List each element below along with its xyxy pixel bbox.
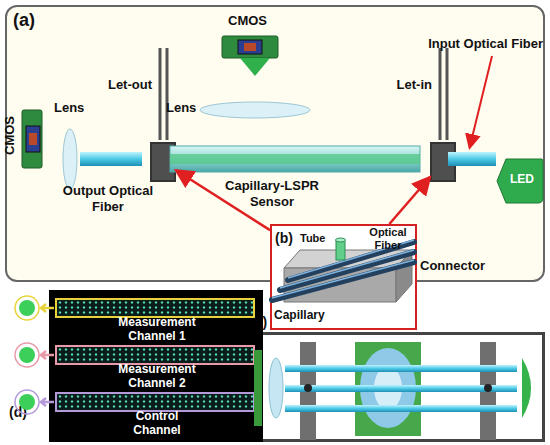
channel-box: Measurement Channel 1 xyxy=(55,298,255,318)
lens xyxy=(200,102,310,118)
channel-markers xyxy=(15,296,54,414)
led-source: LED xyxy=(496,158,544,204)
capillary-core xyxy=(170,154,420,164)
red-arrow xyxy=(389,177,430,224)
node-label: Let-in xyxy=(374,78,432,93)
node-label: (d) xyxy=(9,404,27,420)
node-label: Measurement Channel 2 xyxy=(112,363,202,391)
node-label: Let-out xyxy=(82,78,152,93)
node-label: Control Channel xyxy=(112,410,202,438)
red-arrow xyxy=(176,170,270,230)
connector-3d xyxy=(272,238,414,302)
top-view xyxy=(254,342,531,440)
left-cmos xyxy=(22,110,42,168)
input-fiber xyxy=(448,152,496,166)
node-label: Measurement Channel 1 xyxy=(112,316,202,344)
channel-box: Measurement Channel 2 xyxy=(55,345,255,365)
inset-panel: (c) xyxy=(245,332,545,442)
top-cmos xyxy=(222,36,278,76)
connector-block: Let-in xyxy=(430,142,456,182)
channel-box: Control Channel xyxy=(55,392,255,412)
led-outline xyxy=(497,159,543,203)
inset-panel: (b) xyxy=(270,224,417,330)
leader-line xyxy=(470,56,492,146)
capillary xyxy=(170,146,420,172)
node-label: LED xyxy=(502,173,542,187)
image-panel: (d)Measurement Channel 1Measurement Chan… xyxy=(5,290,263,442)
output-fiber xyxy=(80,152,142,166)
lens xyxy=(63,129,77,189)
node-label: (a) xyxy=(13,10,35,31)
node-label: (b) xyxy=(275,230,293,246)
connector-block: Let-out xyxy=(150,142,176,182)
fluid-tubes xyxy=(160,48,447,140)
